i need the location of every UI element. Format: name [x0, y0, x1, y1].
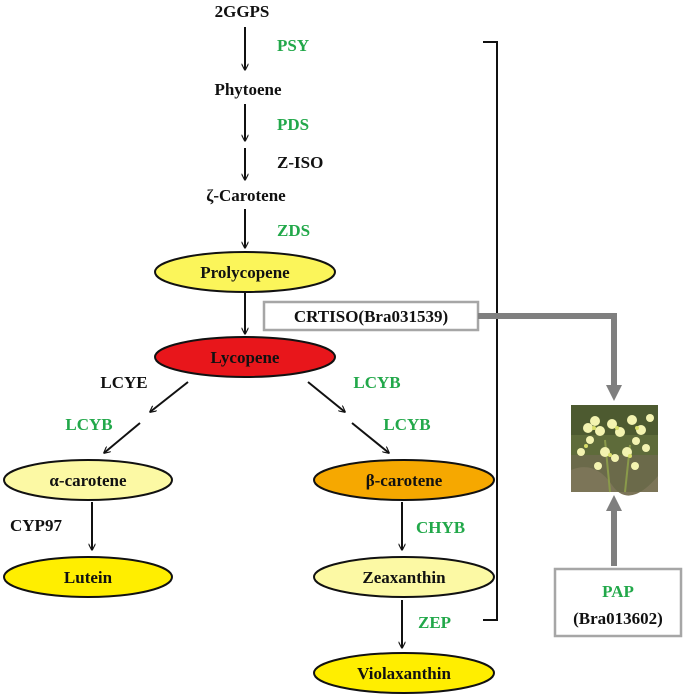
enzyme-crtiso: CRTISO(Bra031539): [294, 307, 448, 326]
pap-box: [553, 567, 683, 638]
enzyme-zep: ZEP: [418, 613, 451, 632]
compound-2ggps: 2GGPS: [215, 2, 270, 21]
enzyme-chyb: CHYB: [416, 518, 465, 537]
compound-violaxanthin: Violaxanthin: [357, 664, 451, 683]
enzyme-ziso: Z-ISO: [277, 153, 323, 172]
enzyme-psy: PSY: [277, 36, 309, 55]
enzyme-cyp97: CYP97: [10, 516, 62, 535]
pap-gene-id: (Bra013602): [573, 609, 663, 628]
arrow-lycopene-lcyb: [307, 381, 345, 412]
compound-beta-carotene: β-carotene: [366, 471, 443, 490]
node-lutein: [3, 556, 173, 598]
connector-crtiso-to-flower: [478, 313, 622, 401]
node-prolycopene: [154, 251, 336, 293]
compound-lutein: Lutein: [64, 568, 113, 587]
enzyme-zds: ZDS: [277, 221, 310, 240]
enzyme-pds: PDS: [277, 115, 309, 134]
compound-zeta-carotene: ζ-Carotene: [206, 186, 286, 205]
enzyme-lcye: LCYE: [100, 373, 147, 392]
node-beta-carotene: [313, 459, 495, 501]
node-violaxanthin: [313, 652, 495, 694]
node-zeaxanthin: [313, 556, 495, 598]
pap-label: PAP: [602, 582, 634, 601]
crtiso-box: [262, 300, 480, 332]
arrow-lcyb-beta: [351, 422, 389, 453]
enzyme-lcyb-left: LCYB: [65, 415, 112, 434]
compound-alpha-carotene: α-carotene: [49, 471, 127, 490]
arrow-lcyb-alpha: [104, 422, 141, 453]
compound-lycopene: Lycopene: [211, 348, 280, 367]
compound-phytoene: Phytoene: [214, 80, 282, 99]
compound-zeaxanthin: Zeaxanthin: [362, 568, 446, 587]
node-alpha-carotene: [3, 459, 173, 501]
enzyme-lcyb-right-top: LCYB: [353, 373, 400, 392]
enzyme-lcyb-right-bottom: LCYB: [383, 415, 430, 434]
pathway-bracket: [483, 41, 498, 621]
node-lycopene: [154, 336, 336, 378]
arrow-lycopene-lcye: [150, 381, 189, 412]
flower-photo: [571, 405, 658, 496]
compound-prolycopene: Prolycopene: [200, 263, 290, 282]
